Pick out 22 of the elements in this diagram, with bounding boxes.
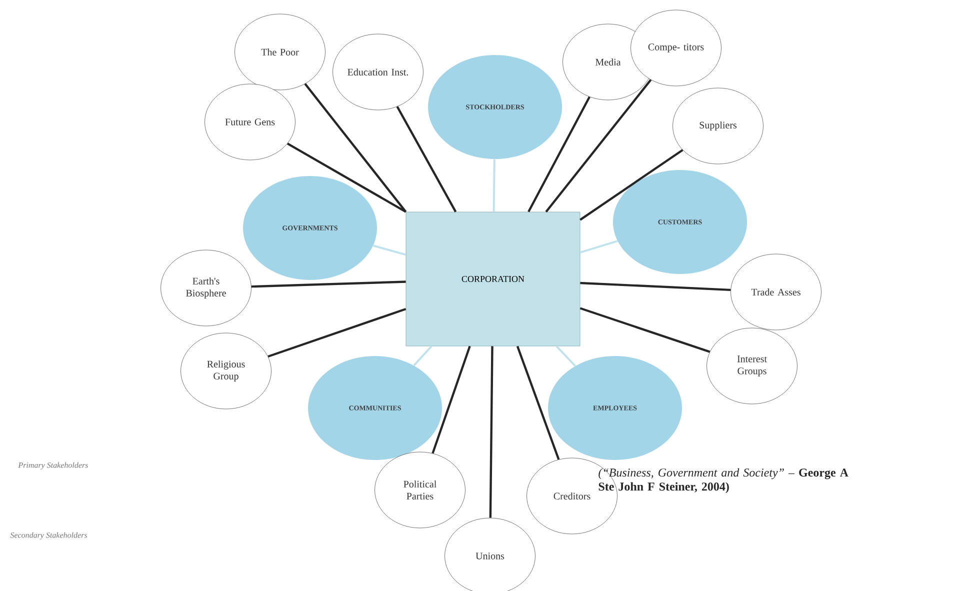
connector-line xyxy=(580,149,684,221)
connector-line xyxy=(489,346,494,518)
connector-line xyxy=(556,346,576,367)
legend-text: Primary Stakeholders xyxy=(18,462,88,470)
connector-line xyxy=(396,106,457,212)
connector-line xyxy=(372,244,406,256)
connector-line xyxy=(286,142,406,213)
connector-line xyxy=(413,346,432,366)
connector-line xyxy=(545,79,652,212)
citation-text: (“Business, Government and Society” – George A Ste John F Steiner, 2004) xyxy=(598,468,848,494)
connector-line xyxy=(304,83,407,212)
connector-line xyxy=(580,240,618,254)
legend-text: Secondary Stakeholders xyxy=(10,532,88,540)
connector-line xyxy=(432,346,471,454)
connector-line xyxy=(528,96,590,212)
corporation-box: CORPORATION xyxy=(406,212,580,346)
connector-line xyxy=(251,280,406,288)
connector-line xyxy=(492,159,496,212)
connector-line xyxy=(580,307,710,353)
connector-line xyxy=(580,282,731,291)
connector-line xyxy=(268,308,406,358)
connector-line xyxy=(516,346,560,460)
